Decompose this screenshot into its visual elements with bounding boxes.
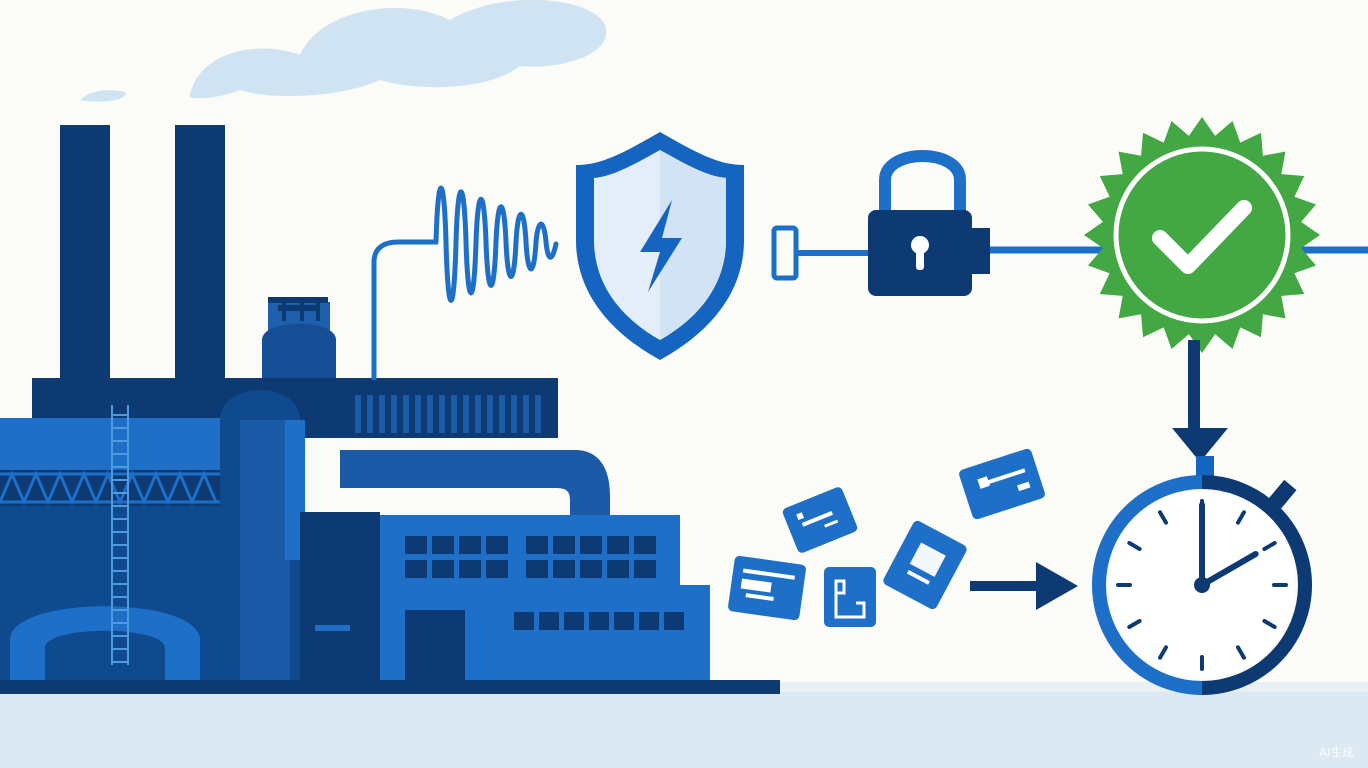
chimney-right (175, 125, 225, 395)
connector-plug-icon (771, 225, 870, 281)
watermark-text: AI生成 (1319, 746, 1354, 759)
arrow-down-icon (1172, 340, 1228, 462)
signal-wave-icon (433, 185, 559, 303)
clock-tick (1236, 510, 1246, 525)
clock-tick (1158, 645, 1168, 660)
factory-ladder (111, 405, 129, 665)
clock-hour-hand (1199, 551, 1259, 588)
shield-lightning-icon (576, 132, 744, 360)
factory-icon (0, 125, 780, 694)
clock-tick (1158, 510, 1168, 525)
arrow-right-icon (970, 562, 1078, 610)
clock-tick (1262, 541, 1277, 551)
signal-cable (371, 239, 438, 380)
data-card-icon (728, 448, 1045, 627)
chimney-left (60, 125, 110, 395)
ground-band (0, 690, 1368, 768)
clock-tick (1127, 541, 1142, 551)
clock-tick (1236, 645, 1246, 660)
clock-tick (1262, 619, 1277, 629)
verified-badge-icon (1084, 117, 1320, 353)
clock-tick (1127, 619, 1142, 629)
padlock-icon (868, 150, 990, 296)
factory-windows (405, 536, 684, 630)
factory-truss (0, 470, 220, 506)
factory-door (405, 610, 465, 690)
smoke-cloud-icon (80, 0, 607, 102)
stopwatch-icon (1092, 456, 1312, 695)
